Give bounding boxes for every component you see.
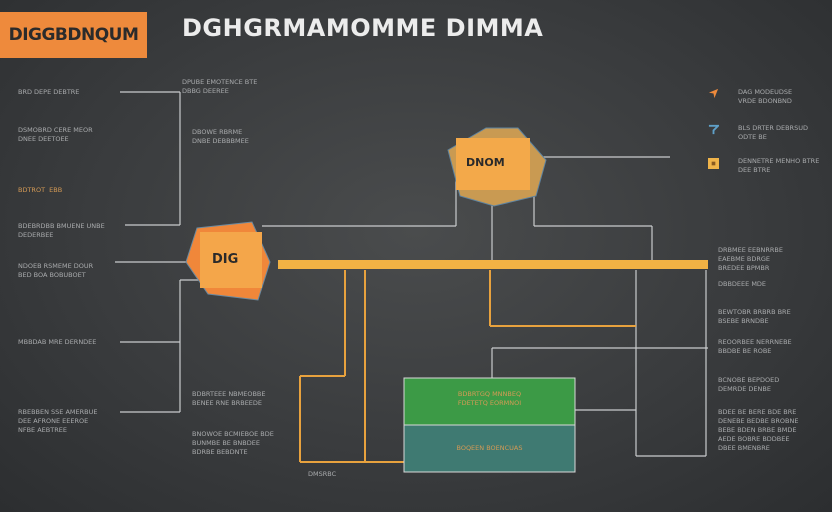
label: DBBDEEE MDE	[718, 280, 767, 288]
left-node-label: DIG	[212, 252, 239, 267]
legend-text: BLS DRTER DEBRSUD ODTE BE	[738, 124, 808, 141]
diagram-badge: DIGGBDNQUM	[0, 12, 147, 58]
main-bus-bar	[278, 260, 708, 269]
bottom-box-teal	[403, 424, 576, 473]
label: BEWTOBR BRBRB BRE BSEBE BRNDBE	[718, 308, 791, 325]
label: BDTROT EBB	[18, 186, 63, 194]
bottom-footer-label: DMSRBC	[308, 470, 337, 478]
legend-text: DENNETRE MENHO BTRE DEE BTRE	[738, 157, 820, 174]
legend-text: DAG MODEUDSE VRDE BDONBND	[738, 88, 793, 105]
label: BDEBRDBB BMUENE UNBE DEDERBEE	[18, 222, 105, 239]
square-icon	[708, 158, 719, 169]
bottom-box-green	[403, 377, 576, 426]
bottom-box-bottom-text: BOQEEN BOENCUAS	[456, 444, 523, 452]
label: BCNOBE BEPDOED DEMRDE DENBE	[718, 376, 780, 393]
label: BDEE BE BERE BDE BRE DENEBE BEDBE BROBNE…	[718, 408, 799, 452]
label: DRBMEE EEBNRRBE EAEBME BDRGE BREDEE BPMB…	[718, 246, 784, 272]
top-node-shape	[447, 127, 547, 207]
top-node-label: DNOM	[466, 156, 505, 169]
left-node-shape	[185, 221, 271, 301]
label: BRD DEPE DEBTRE	[18, 88, 80, 96]
label: DPUBE EMOTENCE BTE DBBG DEEREE	[182, 78, 258, 95]
label: RBEBBEN SSE AMERBUE DEE AFRONE EEEROE NF…	[18, 408, 98, 434]
arrow-icon	[708, 88, 719, 99]
label: BNOWOE BCMIEBOE BDE BUNMBE BE BNBDEE BDR…	[192, 430, 274, 456]
diagram-title: DGHGRMAMOMME DIMMA	[182, 14, 544, 42]
label: REOORBEE NERRNEBE BBDBE BE ROBE	[718, 338, 792, 355]
bottom-box-top-text: BDBRTGQ MNNBEQ FDETETQ EORMNOI	[457, 390, 522, 407]
label: NDOEB RSMEME DOUR BED BOA BOBUBOET	[18, 262, 94, 279]
label: DSMOBRD CERE MEOR DNEE DEETOEE	[18, 126, 93, 143]
link-icon	[708, 124, 719, 135]
label: BDBRTEEE NBMEOBBE BENEE RNE BRBEEDE	[192, 390, 266, 407]
label: MBBDAB MRE DERNDEE	[18, 338, 97, 346]
label: DBOWE RBRME DNBE DEBBBMEE	[192, 128, 249, 145]
